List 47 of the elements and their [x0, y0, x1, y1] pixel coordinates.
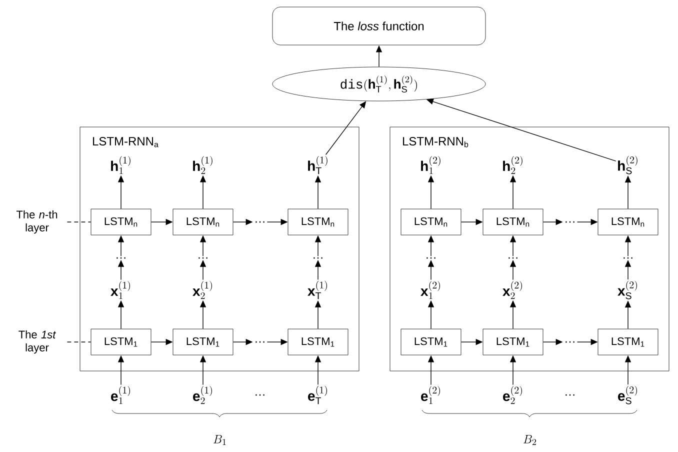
vector-label: $\mathbf{h}_{2}^{(1)}$	[193, 156, 212, 174]
lstm-cell: LSTM$_{n}$	[482, 208, 544, 236]
vector-label: $\mathbf{x}_{\mathrm{S}}^{(2)}$	[618, 280, 638, 300]
lstm-cell: LSTM$_{n}$	[90, 208, 152, 236]
vector-label: $\mathbf{h}_{2}^{(2)}$	[503, 156, 522, 174]
ellipsis: …	[566, 394, 574, 396]
ellipsis: …	[256, 341, 264, 343]
brace-label: $B_{2}$	[524, 435, 536, 445]
layer-label: The n-th layer	[16, 210, 58, 234]
vector-label: $\mathbf{h}_{1}^{(2)}$	[421, 156, 440, 174]
vector-label: $\mathbf{e}_{1}^{(1)}$	[111, 386, 130, 404]
lstm-cell: LSTM$_{n}$	[400, 208, 462, 236]
vector-label: $\mathbf{x}_{1}^{(2)}$	[420, 280, 440, 300]
ellipsis: …	[256, 221, 264, 223]
vector-label: $\mathbf{e}_{2}^{(2)}$	[503, 386, 522, 404]
vector-label: $\mathbf{x}_{1}^{(1)}$	[110, 280, 130, 300]
lstm-cell: LSTM$_{n}$	[172, 208, 234, 236]
lstm-cell: LSTM$_{1}$	[598, 328, 658, 356]
ellipsis: …	[256, 394, 264, 396]
ellipsis: …	[566, 341, 574, 343]
ellipsis: …	[198, 257, 208, 259]
lstm-cell: LSTM$_{1}$	[400, 328, 462, 356]
lstm-cell: LSTM$_{1}$	[288, 328, 348, 356]
vector-label: $\mathbf{e}_{1}^{(2)}$	[421, 386, 440, 404]
vector-label: $\mathbf{h}_{\mathrm{S}}^{(2)}$	[618, 156, 638, 174]
ellipsis: …	[566, 221, 574, 223]
lstm-cell: LSTM$_{n}$	[598, 208, 658, 236]
vector-label: $\mathbf{h}_{\mathrm{T}}^{(1)}$	[308, 156, 328, 174]
vector-label: $\mathbf{x}_{2}^{(2)}$	[502, 280, 522, 300]
layer-label: The 1st layer	[18, 330, 56, 354]
vector-label: $\mathbf{h}_{1}^{(1)}$	[111, 156, 130, 174]
vector-label: $\mathbf{x}_{2}^{(1)}$	[192, 280, 212, 300]
vector-label: $\mathbf{e}_{\mathrm{S}}^{(2)}$	[618, 386, 638, 404]
brace-label: $B_{1}$	[214, 435, 226, 445]
lstm-cell: LSTM$_{1}$	[172, 328, 234, 356]
ellipsis: …	[508, 257, 518, 259]
ellipsis: …	[426, 257, 436, 259]
lstm-cell: LSTM$_{n}$	[288, 208, 348, 236]
lstm-cell: LSTM$_{1}$	[482, 328, 544, 356]
loss-function-box: The loss function	[272, 6, 486, 46]
vector-label: $\mathbf{e}_{\mathrm{T}}^{(1)}$	[308, 386, 328, 404]
vector-label: $\mathbf{x}_{\mathrm{T}}^{(1)}$	[308, 280, 328, 300]
ellipsis: …	[624, 257, 632, 259]
vector-label: $\mathbf{e}_{2}^{(1)}$	[193, 386, 212, 404]
ellipsis: …	[116, 257, 126, 259]
ellipsis: …	[314, 257, 322, 259]
lstm-cell: LSTM$_{1}$	[90, 328, 152, 356]
